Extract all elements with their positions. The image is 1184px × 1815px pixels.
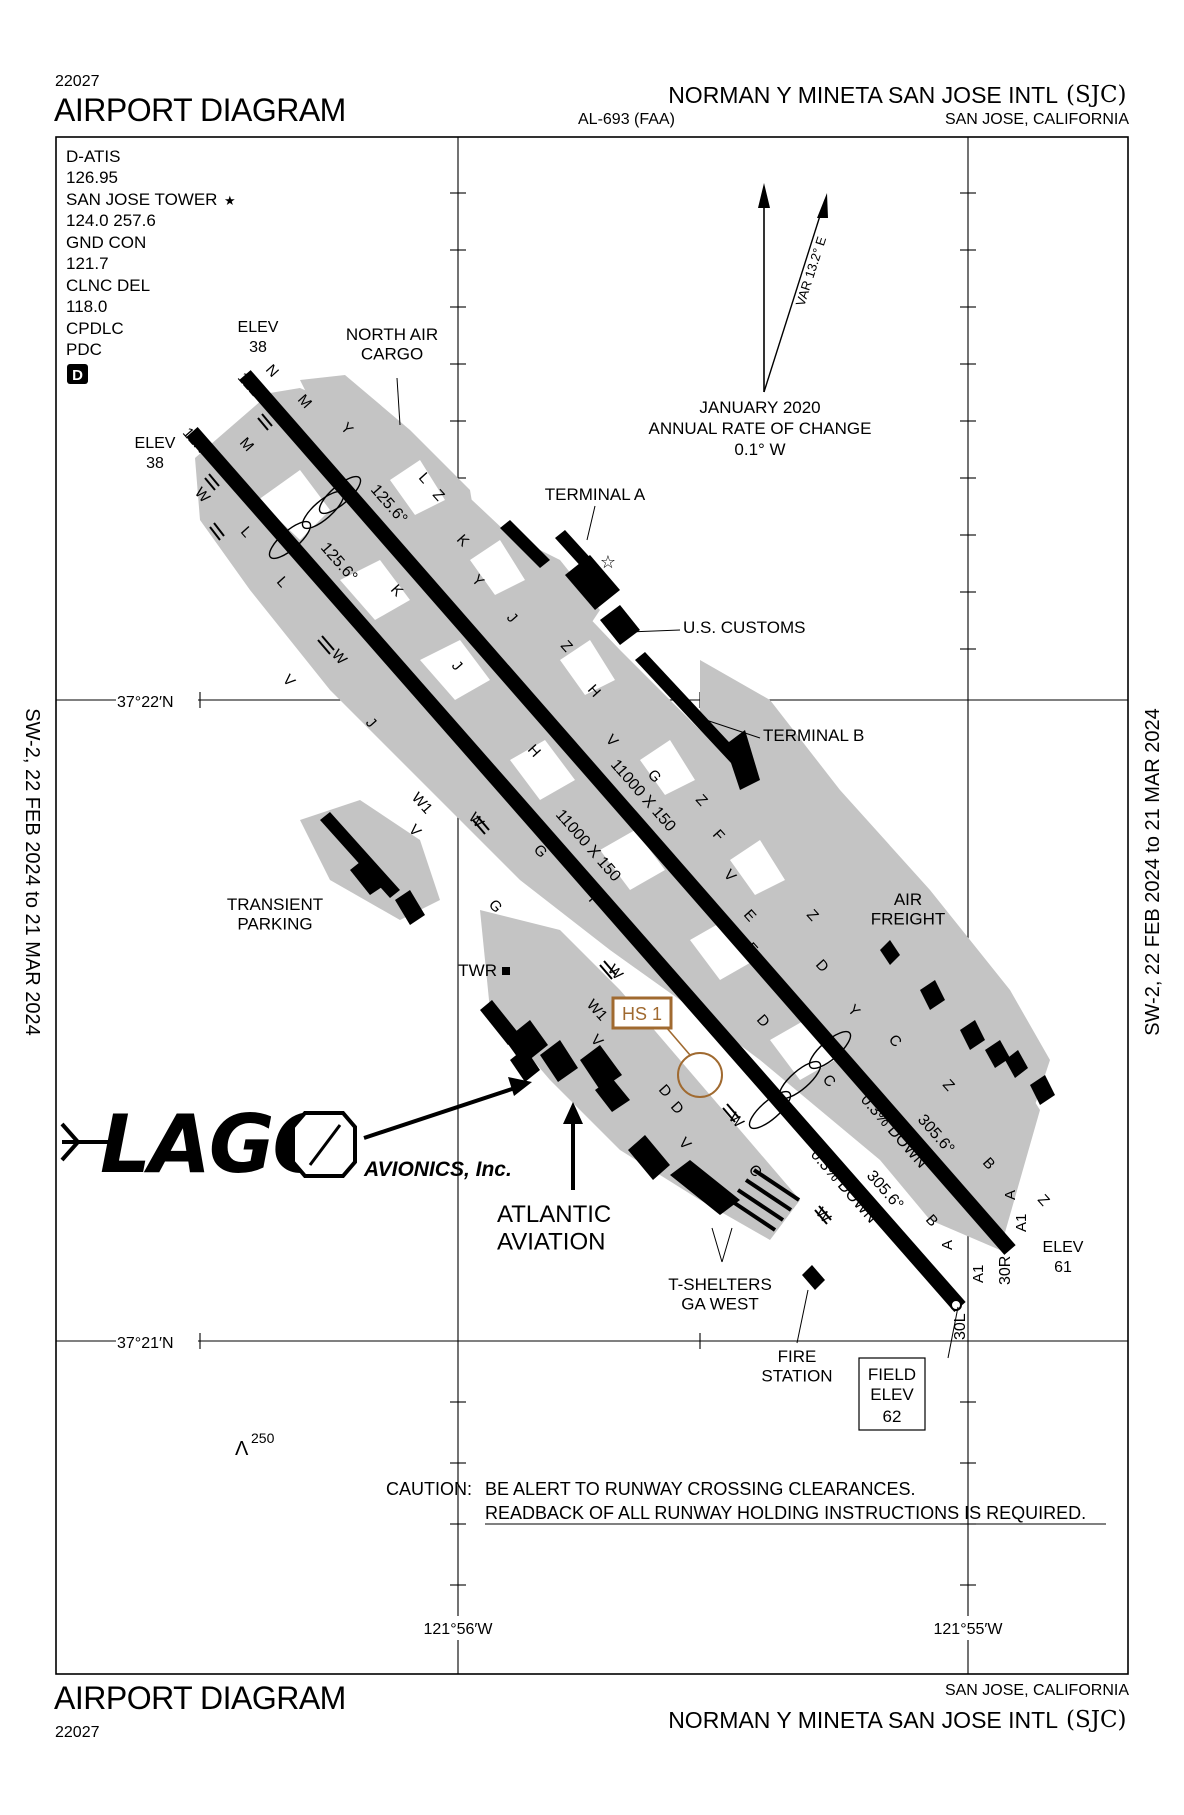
lat-north-label: 37°22′N — [117, 694, 174, 711]
lon-west-bg — [412, 1616, 504, 1640]
elev-12r-value: 38 — [146, 455, 164, 472]
svg-text:A1: A1 — [970, 1265, 987, 1283]
tower-icon — [502, 967, 510, 975]
lago-arrow-icon — [60, 1122, 120, 1162]
svg-text:FIELD: FIELD — [868, 1365, 916, 1384]
runway-30L-end-marker — [950, 1299, 962, 1311]
north-arrow-true — [758, 183, 770, 392]
ils-critical-areas — [268, 475, 852, 1130]
svg-text:GND CON: GND CON — [66, 233, 146, 252]
svg-text:Z: Z — [1034, 1191, 1053, 1209]
obstacle-height: 250 — [251, 1430, 275, 1446]
t-shelters — [728, 1168, 801, 1232]
svg-text:62: 62 — [883, 1407, 902, 1426]
lon-east-label: 121°55′W — [934, 1621, 1004, 1638]
svg-text:CLNC DEL: CLNC DEL — [66, 276, 150, 295]
svg-text:CPDLC: CPDLC — [66, 319, 124, 338]
svg-text:126.95: 126.95 — [66, 168, 118, 187]
svg-text:B: B — [922, 1211, 941, 1230]
lago-sub: AVIONICS, Inc. — [363, 1158, 512, 1181]
hold-short-marks — [204, 413, 832, 1225]
svg-text:V: V — [279, 671, 298, 690]
airport-name-bottom: NORMAN Y MINETA SAN JOSE INTL — [668, 1707, 1058, 1733]
tower-label: TWR — [458, 961, 497, 980]
svg-text:D-ATIS: D-ATIS — [66, 147, 120, 166]
chart-number-top: 22027 — [55, 73, 100, 90]
elev-12l-value: 38 — [249, 339, 267, 356]
svg-text:SAN JOSE TOWER: SAN JOSE TOWER — [66, 190, 217, 209]
terminal-b-label: TERMINAL B — [763, 726, 864, 745]
lat-north-bg — [116, 690, 198, 712]
svg-text:118.0: 118.0 — [66, 297, 107, 316]
leader-lines — [396, 377, 809, 1344]
obstacle-icon: Λ — [235, 1438, 249, 1460]
mag-date: JANUARY 2020 — [699, 398, 820, 417]
ad-arrow-1-icon — [508, 1077, 532, 1096]
us-customs-label: U.S. CUSTOMS — [683, 618, 805, 637]
lat-south-bg — [116, 1331, 198, 1353]
buildings — [320, 520, 1055, 1290]
chart-title-bottom: AIRPORT DIAGRAM — [54, 1680, 346, 1716]
location-top: SAN JOSE, CALIFORNIA — [944, 111, 1129, 128]
svg-text:A: A — [1002, 1190, 1019, 1200]
airport-id-bottom: (SJC) — [1066, 1707, 1127, 1733]
chart-number-bottom: 22027 — [55, 1724, 100, 1741]
mag-rate-label: ANNUAL RATE OF CHANGE — [649, 419, 872, 438]
elev-30r-value: 61 — [1054, 1259, 1072, 1276]
lat-lon-grid — [56, 137, 1128, 1674]
svg-text:A: A — [939, 1240, 956, 1250]
location-bottom: SAN JOSE, CALIFORNIA — [944, 1682, 1129, 1699]
elev-12r-label: ELEV — [135, 435, 176, 452]
svg-text:D: D — [72, 367, 83, 384]
variation-label: VAR 13.2° E — [793, 234, 830, 308]
mag-rate-value: 0.1° W — [734, 440, 785, 459]
airport-id-top: (SJC) — [1066, 82, 1127, 108]
svg-text:PDC: PDC — [66, 340, 102, 359]
frequency-block: D-ATIS 126.95 SAN JOSE TOWER ★ 124.0 257… — [66, 147, 236, 384]
caution-line1: BE ALERT TO RUNWAY CROSSING CLEARANCES. — [485, 1479, 915, 1499]
lat-south-label: 37°21′N — [117, 1335, 174, 1352]
procedure-id: AL-693 (FAA) — [578, 111, 675, 128]
caution-line2: READBACK OF ALL RUNWAY HOLDING INSTRUCTI… — [485, 1503, 1086, 1523]
elev-30r-label: ELEV — [1043, 1239, 1084, 1256]
field-elevation-box: FIELD ELEV 62 — [858, 1306, 959, 1431]
runway-12R-30L — [186, 427, 966, 1312]
lon-west-label: 121°56′W — [424, 1621, 494, 1638]
airport-name-top: NORMAN Y MINETA SAN JOSE INTL — [668, 82, 1058, 108]
svg-text:ELEV: ELEV — [870, 1385, 914, 1404]
rwy-30l-label: 30L — [952, 1313, 969, 1340]
caution-label: CAUTION: — [386, 1479, 472, 1499]
svg-text:N: N — [262, 361, 282, 380]
caution-notes: CAUTION: BE ALERT TO RUNWAY CROSSING CLE… — [386, 1479, 1106, 1525]
tower-star-icon: ★ — [224, 193, 236, 208]
svg-text:121.7: 121.7 — [66, 254, 109, 273]
rwy-30r-label: 30R — [997, 1256, 1014, 1285]
north-arrow-magnetic — [763, 193, 828, 393]
chart-title-top: AIRPORT DIAGRAM — [54, 92, 346, 128]
svg-text:A1: A1 — [1013, 1214, 1030, 1232]
svg-text:W: W — [812, 1204, 835, 1227]
chart-frame — [55, 136, 1129, 1675]
lon-east-bg — [922, 1616, 1014, 1640]
hotspot-hs1: HS 1 — [611, 996, 723, 1098]
runway-12L-30R — [239, 370, 1016, 1255]
svg-text:W1: W1 — [408, 789, 436, 817]
cpdlc-badge — [67, 364, 88, 384]
pavement-islands — [258, 460, 835, 1080]
svg-text:124.0 257.6: 124.0 257.6 — [66, 211, 156, 230]
elev-12l-label: ELEV — [238, 319, 279, 336]
terminal-a-label: TERMINAL A — [545, 485, 646, 504]
ad-arrow-2-icon — [563, 1102, 583, 1124]
beacon-star-icon: ☆ — [600, 552, 616, 572]
hotspot-label: HS 1 — [622, 1004, 662, 1024]
